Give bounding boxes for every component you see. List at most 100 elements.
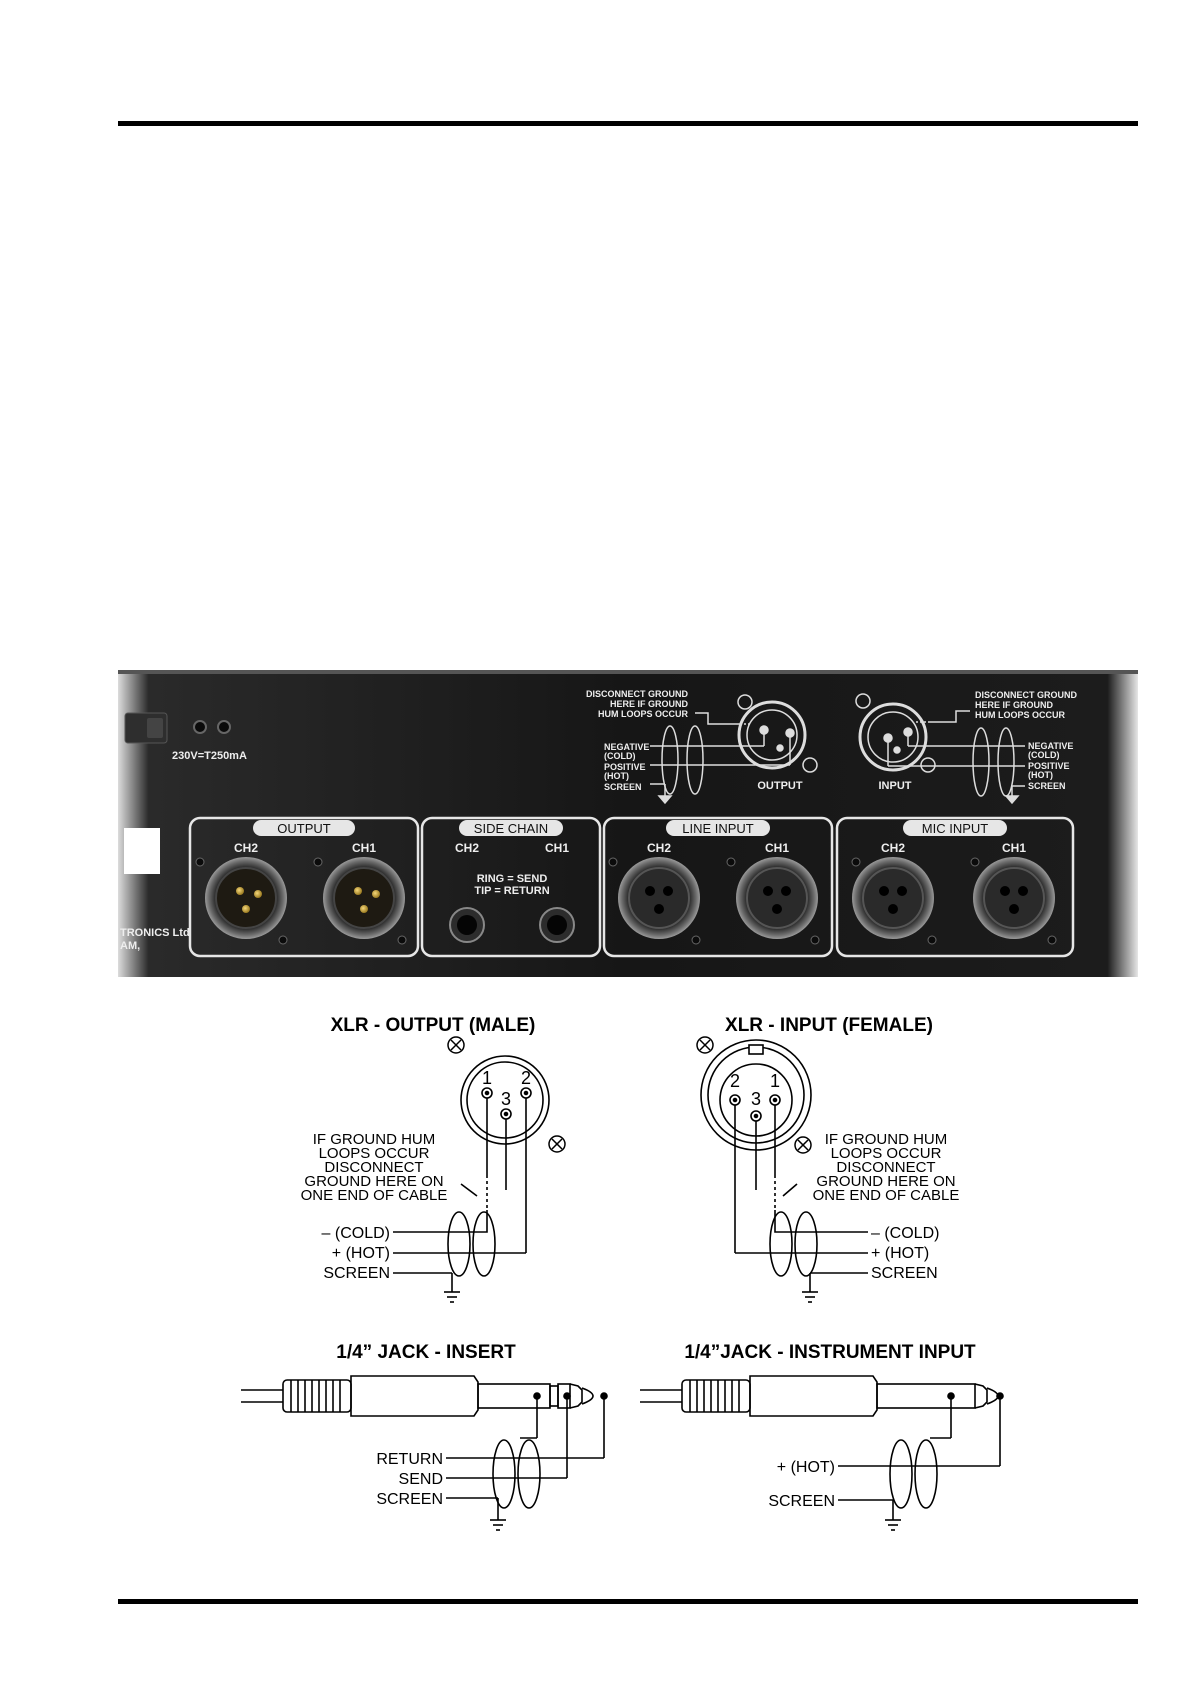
- svg-text:HUM LOOPS OCCUR: HUM LOOPS OCCUR: [598, 709, 689, 719]
- xlr-output-diagram: XLR - OUTPUT (MALE): [301, 1015, 566, 1303]
- section-side-chain: SIDE CHAIN CH2 CH1 RING = SEND TIP = RET…: [420, 816, 602, 958]
- panel-output-label: OUTPUT: [757, 780, 803, 792]
- svg-text:2: 2: [730, 1071, 740, 1091]
- svg-text:ONE END OF CABLE: ONE END OF CABLE: [813, 1187, 960, 1204]
- section-line-input: LINE INPUT CH2 CH1: [602, 816, 834, 958]
- svg-text:SIDE CHAIN: SIDE CHAIN: [474, 821, 548, 836]
- maker-line-2: AM,: [120, 940, 140, 952]
- panel-output-diagram: [650, 694, 818, 805]
- svg-text:(HOT): (HOT): [1028, 770, 1053, 780]
- ts-plug-icon: [640, 1375, 1004, 1531]
- svg-text:OUTPUT: OUTPUT: [277, 821, 331, 836]
- svg-text:CH1: CH1: [545, 841, 569, 855]
- jack-instrument-diagram: 1/4”JACK - INSTRUMENT INPUT: [640, 1342, 1004, 1531]
- svg-text:RING = SEND: RING = SEND: [477, 873, 548, 885]
- svg-text:DISCONNECT: DISCONNECT: [836, 1159, 935, 1176]
- panel-output-wire-labels: NEGATIVE (COLD) POSITIVE (HOT) SCREEN: [604, 742, 649, 792]
- screw-icon: [548, 1135, 566, 1153]
- jack-instrument-title: 1/4”JACK - INSTRUMENT INPUT: [684, 1342, 976, 1363]
- jack-instrument-screen: SCREEN: [768, 1493, 835, 1510]
- jack-insert-send: SEND: [399, 1471, 443, 1488]
- screw-icon: [794, 1136, 812, 1154]
- xlr-input-diagram: XLR - INPUT (FEMALE): [696, 1015, 960, 1303]
- section-output: OUTPUT CH2 CH1: [188, 816, 420, 958]
- serial-label-block: [124, 828, 160, 874]
- screw-icon: [696, 1036, 714, 1054]
- svg-text:GROUND HERE ON: GROUND HERE ON: [816, 1173, 955, 1190]
- xlr-female-jack-icon: [618, 857, 700, 939]
- xlr-output-note: IF GROUND HUM LOOPS OCCUR DISCONNECT GRO…: [301, 1131, 448, 1204]
- xlr-input-screen: SCREEN: [871, 1265, 938, 1282]
- svg-text:3: 3: [501, 1089, 511, 1109]
- svg-text:SCREEN: SCREEN: [1028, 781, 1066, 791]
- svg-text:LOOPS OCCUR: LOOPS OCCUR: [319, 1145, 430, 1162]
- screw-icon: [447, 1036, 465, 1054]
- xlr-female-jack-icon: [736, 857, 818, 939]
- screw-icon: [217, 720, 231, 734]
- trs-plug-icon: [241, 1375, 608, 1531]
- panel-output-gnd-note: DISCONNECT GROUND HERE IF GROUND HUM LOO…: [586, 689, 689, 719]
- svg-text:CH1: CH1: [1002, 841, 1026, 855]
- xlr-female-jack-icon: [973, 857, 1055, 939]
- svg-text:IF GROUND HUM: IF GROUND HUM: [825, 1131, 948, 1148]
- xlr-input-hot: + (HOT): [871, 1245, 929, 1262]
- fuse-label: 230V=T250mA: [172, 750, 247, 762]
- panel-input-label: INPUT: [879, 780, 912, 792]
- jack-insert-return: RETURN: [376, 1451, 443, 1468]
- jack-insert-title: 1/4” JACK - INSERT: [336, 1342, 516, 1363]
- svg-text:HUM LOOPS OCCUR: HUM LOOPS OCCUR: [975, 710, 1066, 720]
- svg-text:(COLD): (COLD): [604, 751, 636, 761]
- svg-text:GROUND HERE ON: GROUND HERE ON: [304, 1173, 443, 1190]
- svg-text:CH2: CH2: [234, 841, 258, 855]
- jack-insert-diagram: 1/4” JACK - INSERT: [241, 1342, 608, 1531]
- svg-text:CH2: CH2: [647, 841, 671, 855]
- quarter-inch-socket-icon: [539, 907, 575, 943]
- svg-text:MIC INPUT: MIC INPUT: [922, 821, 989, 836]
- svg-text:CH2: CH2: [455, 841, 479, 855]
- xlr-input-cold: – (COLD): [871, 1225, 939, 1242]
- maker-line-1: TRONICS Ltd: [120, 927, 190, 939]
- xlr-input-title: XLR - INPUT (FEMALE): [725, 1015, 933, 1036]
- svg-text:1: 1: [482, 1068, 492, 1088]
- xlr-output-hot: + (HOT): [332, 1245, 390, 1262]
- xlr-output-cold: – (COLD): [322, 1225, 390, 1242]
- section-mic-input: MIC INPUT CH2 CH1: [835, 816, 1075, 958]
- quarter-inch-socket-icon: [449, 907, 485, 943]
- svg-text:(HOT): (HOT): [604, 771, 629, 781]
- svg-text:DISCONNECT GROUND: DISCONNECT GROUND: [975, 690, 1078, 700]
- screw-icon: [193, 720, 207, 734]
- top-rule: [118, 121, 1138, 126]
- svg-text:2: 2: [521, 1068, 531, 1088]
- svg-text:CH1: CH1: [352, 841, 376, 855]
- svg-text:DISCONNECT GROUND: DISCONNECT GROUND: [586, 689, 689, 699]
- svg-text:NEGATIVE: NEGATIVE: [1028, 741, 1073, 751]
- svg-text:(COLD): (COLD): [1028, 750, 1060, 760]
- svg-text:LOOPS OCCUR: LOOPS OCCUR: [831, 1145, 942, 1162]
- svg-text:CH1: CH1: [765, 841, 789, 855]
- xlr-input-note: IF GROUND HUM LOOPS OCCUR DISCONNECT GRO…: [813, 1131, 960, 1204]
- xlr-output-screen: SCREEN: [323, 1265, 390, 1282]
- svg-text:IF GROUND HUM: IF GROUND HUM: [313, 1131, 436, 1148]
- svg-text:HERE IF GROUND: HERE IF GROUND: [975, 700, 1054, 710]
- svg-text:TIP = RETURN: TIP = RETURN: [474, 885, 549, 897]
- svg-text:POSITIVE: POSITIVE: [604, 762, 646, 772]
- jack-instrument-hot: + (HOT): [777, 1459, 835, 1476]
- svg-text:POSITIVE: POSITIVE: [1028, 761, 1070, 771]
- svg-text:CH2: CH2: [881, 841, 905, 855]
- jack-insert-screen: SCREEN: [376, 1491, 443, 1508]
- panel-input-gnd-note: DISCONNECT GROUND HERE IF GROUND HUM LOO…: [975, 690, 1078, 720]
- svg-text:3: 3: [751, 1089, 761, 1109]
- xlr-female-jack-icon: [852, 857, 934, 939]
- svg-text:SCREEN: SCREEN: [604, 782, 642, 792]
- panel-input-diagram: [855, 693, 1025, 805]
- xlr-male-jack-icon: [205, 857, 287, 939]
- svg-text:1: 1: [770, 1071, 780, 1091]
- svg-text:DISCONNECT: DISCONNECT: [324, 1159, 423, 1176]
- panel-input-wire-labels: NEGATIVE (COLD) POSITIVE (HOT) SCREEN: [1028, 741, 1073, 791]
- svg-text:LINE INPUT: LINE INPUT: [682, 821, 754, 836]
- svg-text:ONE END OF CABLE: ONE END OF CABLE: [301, 1187, 448, 1204]
- bottom-rule: [118, 1599, 1138, 1604]
- svg-text:NEGATIVE: NEGATIVE: [604, 742, 649, 752]
- xlr-male-jack-icon: [323, 857, 405, 939]
